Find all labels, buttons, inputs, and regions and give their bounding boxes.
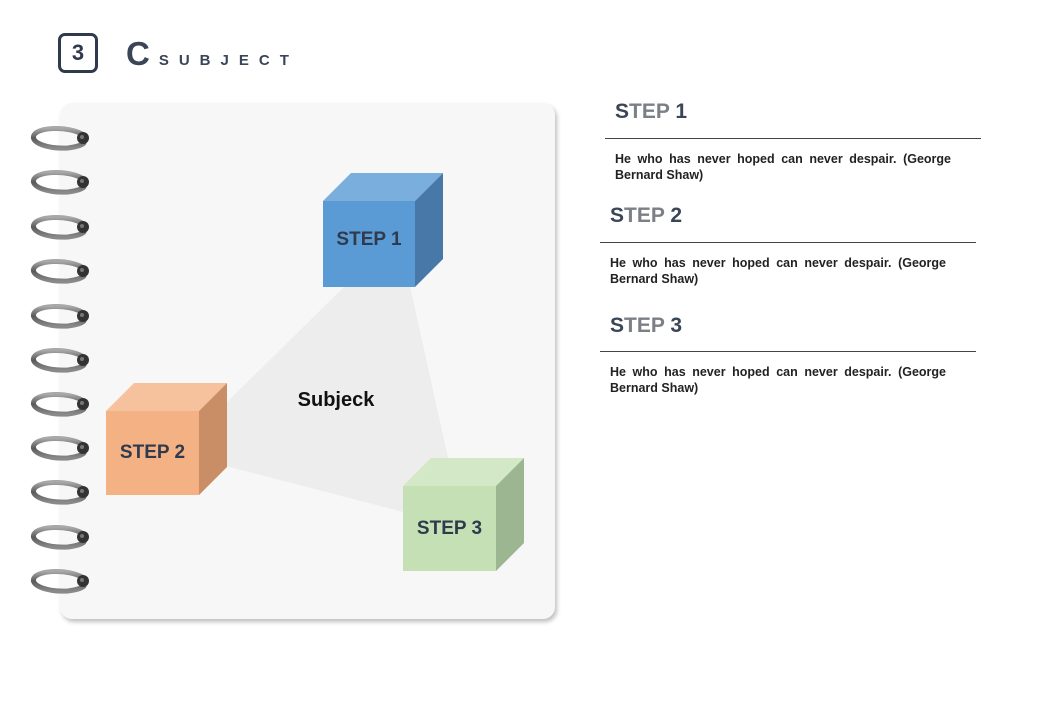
step-2-title: STEP 2 [610, 204, 682, 228]
step-1-title-rest: TEP [629, 100, 676, 123]
step-2-title-rest: TEP [624, 204, 671, 227]
cube-step-3 [403, 458, 524, 571]
step-3-text: He who has never hoped can never despair… [610, 365, 946, 395]
step-2-text: He who has never hoped can never despair… [610, 256, 946, 286]
cube-step-1 [323, 173, 443, 287]
spiral-ring [31, 215, 89, 240]
connector-triangle [226, 286, 448, 512]
spiral-ring [31, 525, 89, 550]
step-1-text: He who has never hoped can never despair… [615, 152, 951, 182]
spiral-ring [31, 126, 89, 151]
spiral-ring [31, 304, 89, 329]
step-1-title-number: 1 [675, 100, 687, 123]
cube-step-3-label: STEP 3 [416, 517, 483, 539]
step-1-title-s: S [615, 100, 630, 123]
page-title-rest: SUBJECT [158, 52, 299, 69]
spiral-ring [31, 436, 89, 461]
section-number-badge: 3 [58, 33, 98, 73]
diagram-center-label: Subjeck [297, 389, 375, 411]
section-number: 3 [71, 40, 85, 65]
cube-step-2 [106, 383, 227, 495]
step-2-title-s: S [610, 204, 625, 227]
page-title-initial: C [126, 35, 150, 72]
spiral-ring [31, 170, 89, 195]
step-1-divider [605, 138, 981, 139]
step-3-title: STEP 3 [610, 314, 682, 338]
step-3-divider [600, 351, 976, 352]
spiral-ring [31, 348, 89, 373]
spiral-ring [31, 480, 89, 505]
cube-step-2-label: STEP 2 [119, 442, 186, 463]
step-3-title-s: S [610, 314, 625, 337]
step-2-divider [600, 242, 976, 243]
page-title: C SUBJECT [126, 36, 299, 76]
step-3-title-number: 3 [670, 314, 682, 337]
step-3-title-rest: TEP [624, 314, 671, 337]
spiral-ring [31, 259, 89, 284]
spiral-ring [31, 569, 89, 594]
step-2-title-number: 2 [670, 204, 682, 227]
cube-step-1-label: STEP 1 [336, 229, 402, 250]
step-1-title: STEP 1 [615, 100, 687, 124]
spiral-ring [31, 392, 89, 417]
